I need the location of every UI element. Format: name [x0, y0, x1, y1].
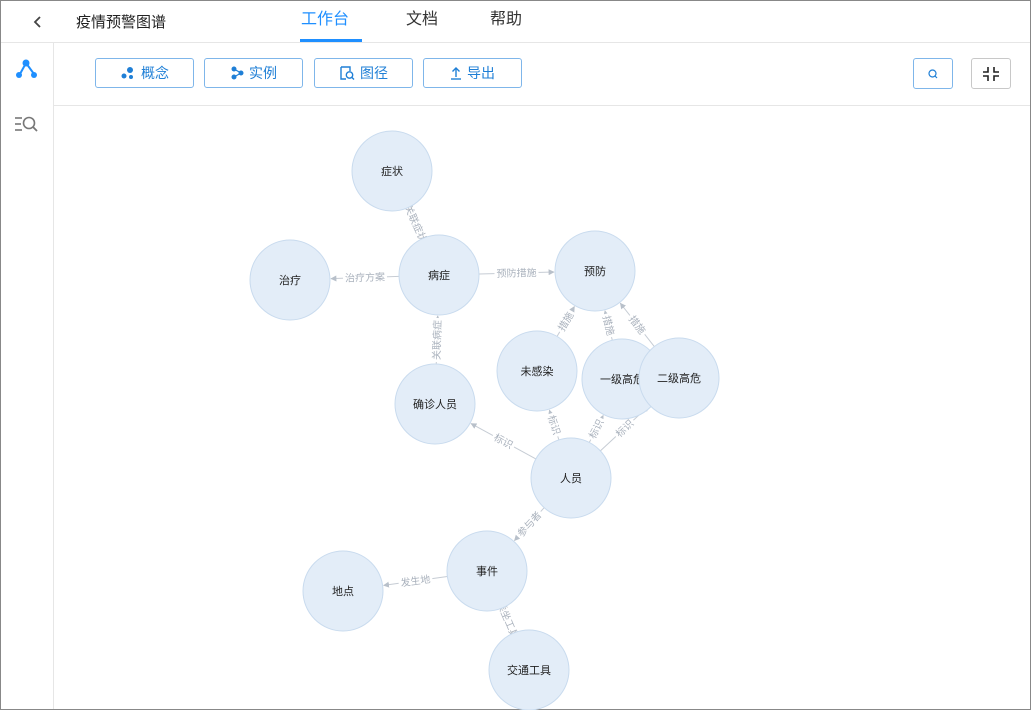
graph-node-person[interactable]: 人员 — [530, 437, 612, 519]
instance-icon — [231, 66, 244, 80]
node-circle[interactable] — [496, 330, 578, 412]
graph-path-icon — [340, 66, 355, 80]
edge-label-background — [342, 269, 388, 286]
tab-workbench[interactable]: 工作台 — [301, 9, 350, 28]
graph-canvas[interactable]: 关联症状治疗方案预防措施措施措施措施关联病症标识标识标识标识参与者发生地乘坐工具… — [54, 106, 1030, 710]
node-label: 症状 — [381, 164, 403, 178]
node-circle[interactable] — [488, 629, 570, 710]
graph-path-button-label: 图径 — [360, 66, 388, 82]
node-label: 交通工具 — [507, 663, 551, 677]
search-button[interactable] — [913, 58, 953, 89]
node-circle[interactable] — [249, 239, 331, 321]
graph-node-level2[interactable]: 二级高危 — [638, 337, 720, 419]
export-button[interactable]: 导出 — [423, 58, 522, 88]
graph-node-level1[interactable]: 一级高危 — [581, 338, 663, 420]
node-circle[interactable] — [638, 337, 720, 419]
edge-label: 发生地 — [400, 572, 432, 589]
edge-label-background — [598, 312, 619, 339]
concept-button-label: 概念 — [141, 66, 169, 82]
node-label: 病症 — [428, 268, 450, 282]
graph-path-button[interactable]: 图径 — [314, 58, 413, 88]
graph-node-confirmed[interactable]: 确诊人员 — [394, 363, 476, 445]
edge-label: 治疗方案 — [345, 270, 385, 284]
graph-node-prevent[interactable]: 预防 — [554, 230, 636, 312]
node-circle[interactable] — [530, 437, 612, 519]
node-circle[interactable] — [554, 230, 636, 312]
edge-label-background — [400, 200, 432, 247]
edge-label-background — [624, 311, 651, 339]
edge-label-background — [429, 317, 445, 363]
graph-node-symptom[interactable]: 症状 — [351, 130, 433, 212]
node-label: 预防 — [584, 264, 606, 278]
concept-button[interactable]: 概念 — [95, 58, 194, 88]
edge-label-background — [611, 415, 639, 442]
upload-icon — [451, 67, 461, 80]
graph-node-disease[interactable]: 病症 — [398, 234, 480, 316]
left-sidebar — [1, 43, 54, 709]
graph-node-transport[interactable]: 交通工具 — [488, 629, 570, 710]
list-search-icon — [15, 116, 38, 132]
edge-label-background — [543, 411, 565, 439]
edge-label: 预防措施 — [496, 266, 536, 280]
chevron-left-icon — [33, 16, 41, 28]
sidebar-item-search-list[interactable] — [13, 113, 39, 137]
graph-node-treat[interactable]: 治疗 — [249, 239, 331, 321]
graph-node-uninfected[interactable]: 未感染 — [496, 330, 578, 412]
active-tab-indicator — [300, 39, 362, 42]
sidebar-item-graph[interactable] — [13, 57, 39, 81]
node-label: 未感染 — [521, 364, 554, 378]
instance-button-label: 实例 — [249, 66, 277, 82]
node-label: 治疗 — [279, 273, 301, 287]
edge-label-background — [553, 307, 578, 336]
app-title: 疫情预警图谱 — [76, 13, 167, 31]
node-label: 事件 — [476, 565, 498, 578]
back-button[interactable] — [27, 11, 49, 33]
node-label: 确诊人员 — [413, 397, 457, 411]
graph-node-place[interactable]: 地点 — [302, 550, 384, 632]
edge-label-background — [397, 571, 434, 591]
edge-label-background — [512, 506, 546, 542]
search-icon — [928, 68, 938, 78]
edge-label-background — [489, 429, 518, 454]
graph-node-event[interactable]: 事件 — [446, 530, 528, 612]
node-label: 一级高危 — [600, 372, 644, 386]
concept-icon — [121, 67, 133, 79]
toolbar: 概念 实例 图径 导出 — [54, 43, 1030, 106]
edge-label: 标识 — [545, 414, 562, 437]
export-button-label: 导出 — [467, 66, 495, 82]
node-label: 二级高危 — [657, 371, 701, 385]
top-header: 疫情预警图谱 工作台 文档 帮助 — [1, 1, 1030, 43]
node-label: 地点 — [332, 585, 354, 598]
tab-docs[interactable]: 文档 — [406, 9, 439, 28]
node-circle[interactable] — [351, 130, 433, 212]
edge-label-background — [494, 265, 539, 281]
node-circle[interactable] — [302, 550, 384, 632]
node-circle[interactable] — [398, 234, 480, 316]
node-circle[interactable] — [446, 530, 528, 612]
instance-button[interactable]: 实例 — [204, 58, 303, 88]
collapse-button[interactable] — [971, 58, 1011, 89]
node-label: 人员 — [560, 472, 582, 485]
edge-label: 关联病症 — [430, 320, 444, 360]
tab-help[interactable]: 帮助 — [490, 9, 523, 28]
edge-label-background — [584, 415, 608, 443]
node-circle[interactable] — [394, 363, 476, 445]
collapse-icon — [983, 66, 999, 81]
graph-network-icon — [16, 59, 37, 78]
